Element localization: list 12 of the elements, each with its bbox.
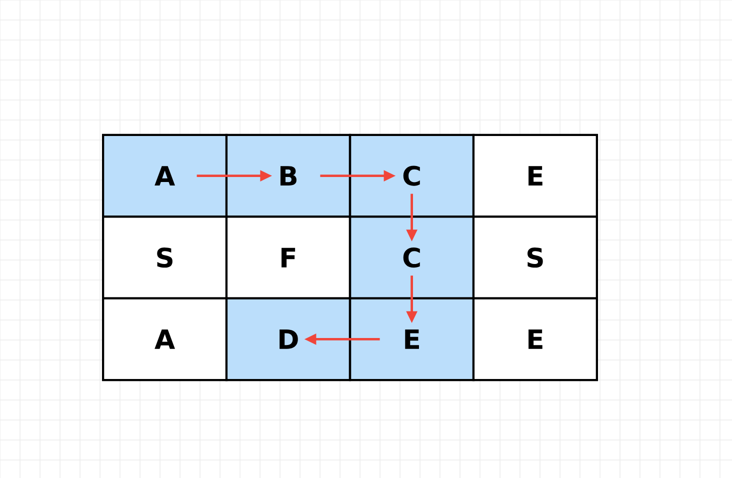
grid-cell: A (102, 134, 228, 218)
grid-cell: B (225, 134, 351, 218)
grid-cell: S (472, 216, 598, 300)
grid-cell: F (225, 216, 351, 300)
grid-cell: S (102, 216, 228, 300)
grid-cell: E (349, 297, 475, 382)
grid-cell: C (349, 134, 475, 218)
grid-cell: D (225, 297, 351, 382)
grid-cell: E (472, 134, 598, 218)
grid-cell: A (102, 297, 228, 382)
grid-cell: C (349, 216, 475, 300)
grid-cell: E (472, 297, 598, 382)
